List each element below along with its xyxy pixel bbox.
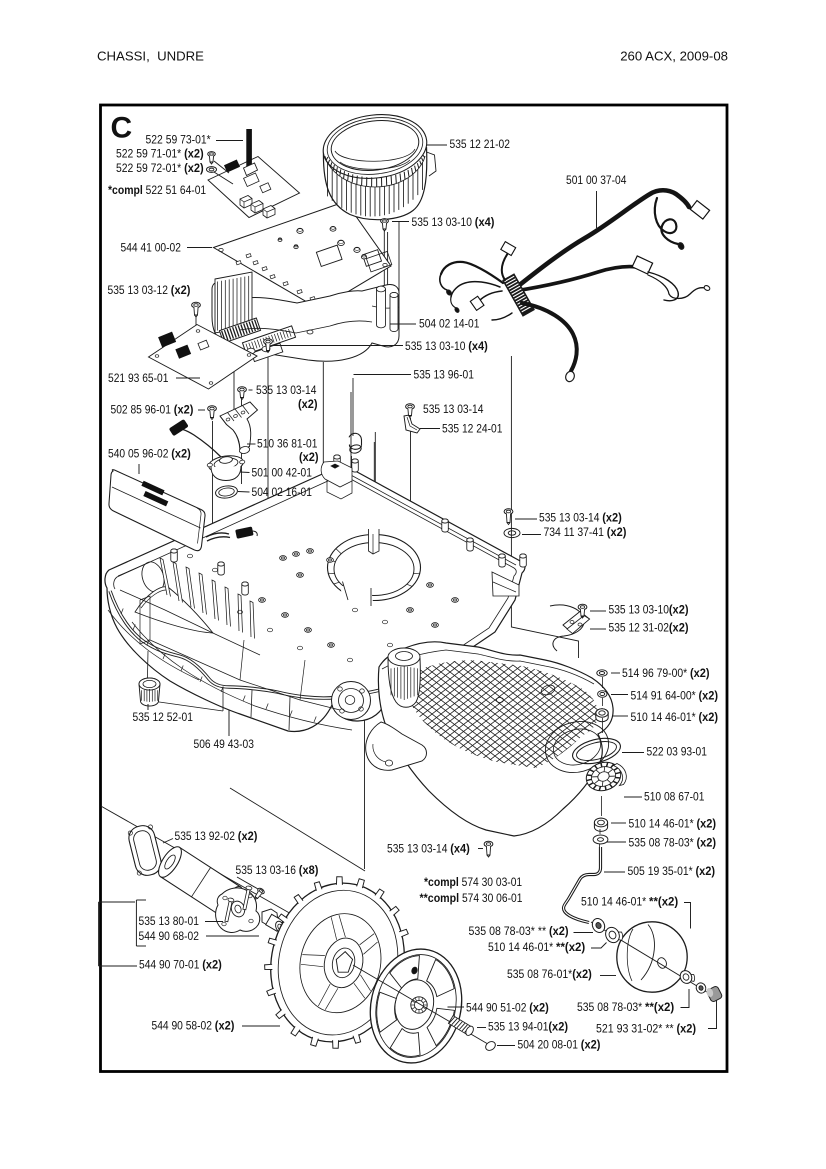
svg-text:(x2): (x2) <box>699 710 719 724</box>
svg-text:514 91 64-00*: 514 91 64-00* <box>631 688 699 702</box>
svg-text:C: C <box>111 112 133 145</box>
svg-text:(x2): (x2) <box>699 688 719 702</box>
svg-text:(x2): (x2) <box>697 816 717 830</box>
svg-text:(x2): (x2) <box>171 446 191 460</box>
svg-text:510 14 46-01*: 510 14 46-01* <box>629 816 697 830</box>
svg-text:**(x2): **(x2) <box>556 940 585 954</box>
svg-text:544 90 51-02: 544 90 51-02 <box>466 1000 529 1014</box>
svg-text:(x2): (x2) <box>529 1000 549 1014</box>
svg-text:501 00 42-01: 501 00 42-01 <box>252 466 313 480</box>
svg-text:544 90 70-01: 544 90 70-01 <box>139 957 202 971</box>
svg-text:505 19 35-01*: 505 19 35-01* <box>628 864 696 878</box>
svg-text:506 49 43-03: 506 49 43-03 <box>194 737 255 751</box>
svg-text:535 13 03-14: 535 13 03-14 <box>387 841 450 855</box>
svg-text:510 14 46-01*: 510 14 46-01* <box>488 940 556 954</box>
svg-text:535 13 92-02: 535 13 92-02 <box>175 829 238 843</box>
svg-text:(x4): (x4) <box>450 841 470 855</box>
svg-text:(x2): (x2) <box>581 1037 601 1051</box>
svg-text:510 14 46-01*: 510 14 46-01* <box>631 710 699 724</box>
svg-text:574 30 03-01: 574 30 03-01 <box>459 875 523 889</box>
svg-text:510 36 81-01: 510 36 81-01 <box>257 437 318 451</box>
svg-text:504 02 14-01: 504 02 14-01 <box>419 316 480 330</box>
svg-text:(x2): (x2) <box>184 146 204 160</box>
svg-text:535 08 78-03* **: 535 08 78-03* ** <box>469 924 550 938</box>
svg-text:521 93 31-02* **: 521 93 31-02* ** <box>596 1021 677 1035</box>
svg-text:(x2): (x2) <box>299 450 319 464</box>
svg-text:535 12 52-01: 535 12 52-01 <box>133 710 194 724</box>
svg-text:514 96 79-00*: 514 96 79-00* <box>622 666 690 680</box>
svg-text:535 08 76-01*: 535 08 76-01* <box>507 967 572 981</box>
svg-text:535 13 94-01: 535 13 94-01 <box>488 1019 549 1033</box>
svg-text:**(x2): **(x2) <box>649 894 678 908</box>
svg-text:535 13 03-14: 535 13 03-14 <box>423 402 484 416</box>
svg-text:510 08 67-01: 510 08 67-01 <box>644 789 705 803</box>
svg-text:522 51 64-01: 522 51 64-01 <box>143 183 207 197</box>
svg-text:*compl: *compl <box>424 875 459 889</box>
svg-text:CHASSI, UNDRE: CHASSI, UNDRE <box>97 49 204 64</box>
svg-text:504 20 08-01: 504 20 08-01 <box>518 1037 581 1051</box>
svg-text:535 12 24-01: 535 12 24-01 <box>442 421 503 435</box>
svg-text:510 14 46-01*: 510 14 46-01* <box>581 894 649 908</box>
svg-text:(x8): (x8) <box>299 863 319 877</box>
svg-text:540 05 96-02: 540 05 96-02 <box>108 446 171 460</box>
svg-text:522 03 93-01: 522 03 93-01 <box>647 744 708 758</box>
svg-text:535 13 03-10: 535 13 03-10 <box>412 215 475 229</box>
svg-text:535 13 03-10: 535 13 03-10 <box>405 339 468 353</box>
svg-text:544 41 00-02: 544 41 00-02 <box>121 240 182 254</box>
svg-text:535 12 21-02: 535 12 21-02 <box>450 137 511 151</box>
svg-text:535 13 80-01: 535 13 80-01 <box>139 914 200 928</box>
svg-text:522 59 73-01*: 522 59 73-01* <box>146 132 211 146</box>
svg-text:535 13 03-14: 535 13 03-14 <box>256 383 317 397</box>
svg-text:535 13 03-14: 535 13 03-14 <box>539 510 602 524</box>
svg-text:(x4): (x4) <box>468 339 488 353</box>
svg-text:502 85 96-01: 502 85 96-01 <box>111 402 174 416</box>
svg-text:544 90 58-02: 544 90 58-02 <box>152 1018 215 1032</box>
svg-text:(x2): (x2) <box>549 924 569 938</box>
svg-text:535 08 78-03*: 535 08 78-03* <box>577 1000 645 1014</box>
svg-text:(x2): (x2) <box>174 402 194 416</box>
svg-text:535 13 03-16: 535 13 03-16 <box>236 863 299 877</box>
svg-text:535 08 78-03*: 535 08 78-03* <box>629 835 697 849</box>
svg-text:(x2): (x2) <box>215 1018 235 1032</box>
svg-text:(x2): (x2) <box>184 161 204 175</box>
svg-text:734 11 37-41: 734 11 37-41 <box>544 525 607 539</box>
svg-text:(x2): (x2) <box>171 283 191 297</box>
svg-text:(x2): (x2) <box>238 829 258 843</box>
svg-text:504 02 16-01: 504 02 16-01 <box>252 485 313 499</box>
svg-text:(x4): (x4) <box>475 215 495 229</box>
svg-text:*compl: *compl <box>108 183 143 197</box>
svg-text:(x2): (x2) <box>690 666 710 680</box>
svg-text:521 93 65-01: 521 93 65-01 <box>108 371 169 385</box>
svg-text:535 13 96-01: 535 13 96-01 <box>414 367 475 381</box>
svg-text:(x2): (x2) <box>677 1021 697 1035</box>
svg-text:(x2): (x2) <box>669 620 689 634</box>
svg-text:535 12 31-02: 535 12 31-02 <box>609 620 670 634</box>
svg-text:(x2): (x2) <box>697 835 717 849</box>
svg-text:522 59 72-01*: 522 59 72-01* <box>116 161 181 175</box>
svg-text:(x2): (x2) <box>572 967 592 981</box>
svg-text:(x2): (x2) <box>696 864 716 878</box>
svg-text:535 13 03-12: 535 13 03-12 <box>108 283 171 297</box>
svg-text:535 13 03-10: 535 13 03-10 <box>609 602 670 616</box>
svg-text:(x2): (x2) <box>602 510 622 524</box>
svg-text:522 59 71-01*: 522 59 71-01* <box>116 146 181 160</box>
svg-text:260 ACX, 2009-08: 260 ACX, 2009-08 <box>620 49 728 64</box>
svg-text:(x2): (x2) <box>298 397 318 411</box>
svg-text:**(x2): **(x2) <box>645 1000 674 1014</box>
svg-text:(x2): (x2) <box>202 957 222 971</box>
svg-text:574 30 06-01: 574 30 06-01 <box>459 891 523 905</box>
svg-text:**compl: **compl <box>420 891 460 905</box>
svg-text:544 90 68-02: 544 90 68-02 <box>139 929 200 943</box>
svg-text:(x2): (x2) <box>548 1019 568 1033</box>
svg-text:(x2): (x2) <box>669 602 689 616</box>
svg-text:501 00 37-04: 501 00 37-04 <box>566 173 627 187</box>
svg-text:(x2): (x2) <box>607 525 627 539</box>
